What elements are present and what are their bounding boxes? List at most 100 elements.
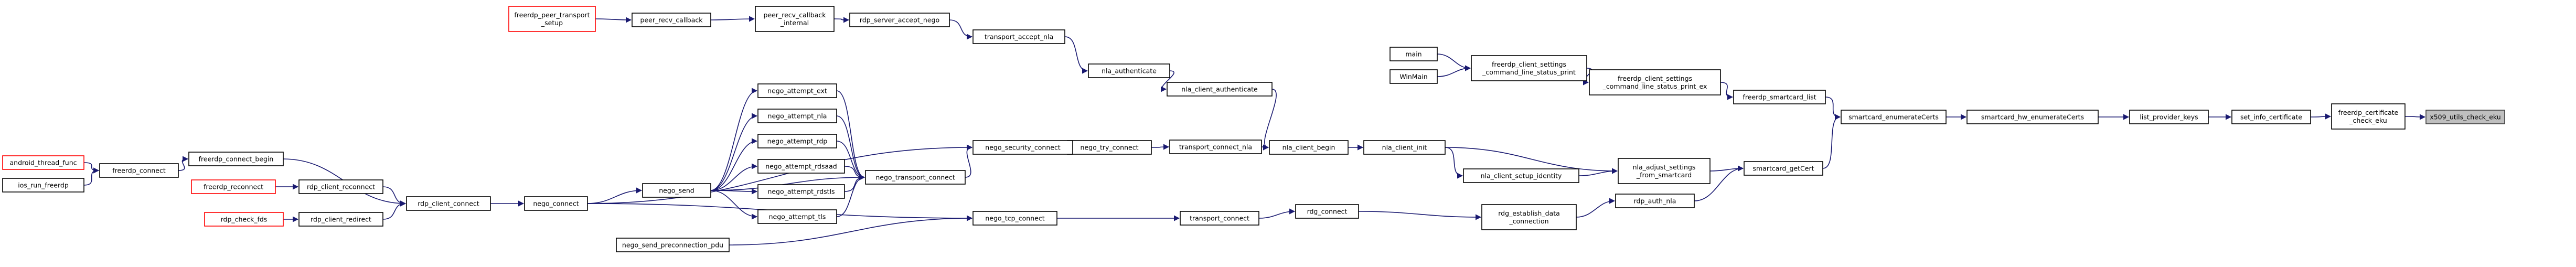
node-transport[interactable]: transport_connect [1180,211,1259,226]
node-box[interactable] [2231,110,2311,124]
node-authnla[interactable]: rdp_auth_nla [1615,194,1695,208]
node-atls[interactable]: nego_attempt_tls [757,209,837,224]
node-box[interactable] [757,134,837,148]
node-aext[interactable]: nego_attempt_ext [757,83,837,98]
node-tconnnla[interactable]: transport_connect_nla [1169,140,1262,154]
node-box[interactable] [1744,161,1823,176]
node-box[interactable] [1618,158,1711,184]
node-box[interactable] [2,178,84,193]
node-sclist[interactable]: freerdp_smartcard_list [1733,90,1826,104]
node-box[interactable] [1463,168,1579,183]
node-x509[interactable]: x509_utils_check_eku [2425,110,2505,124]
node-box[interactable] [298,179,383,194]
node-box[interactable] [524,196,588,211]
node-box[interactable] [1167,82,1273,97]
node-box[interactable] [508,6,596,32]
node-artls[interactable]: nego_attempt_rdstls [757,184,845,199]
node-nlainit[interactable]: nla_client_init [1363,140,1446,155]
node-negosec[interactable]: nego_security_connect [972,140,1073,155]
node-box[interactable] [1067,140,1152,155]
node-tacceptnla[interactable]: transport_accept_nla [972,29,1065,44]
node-box[interactable] [1733,90,1826,104]
node-box[interactable] [1471,55,1587,81]
node-arda[interactable]: nego_attempt_rdsaad [757,159,845,174]
node-box[interactable] [865,170,966,185]
node-nlabegin[interactable]: nla_client_begin [1269,140,1349,155]
node-box[interactable] [972,140,1073,155]
node-box[interactable] [972,211,1057,226]
node-ardp[interactable]: nego_attempt_rdp [757,134,837,148]
node-negotrans[interactable]: nego_transport_connect [865,170,966,185]
node-box[interactable] [757,109,837,123]
node-negosend[interactable]: nego_send [642,183,711,198]
node-box[interactable] [1180,211,1259,226]
node-negoconn[interactable]: nego_connect [524,196,588,211]
node-estab[interactable]: rdg_establish_data_connection [1481,204,1577,230]
node-negotcp[interactable]: nego_tcp_connect [972,211,1057,226]
node-box[interactable] [204,212,284,227]
node-box[interactable] [191,179,276,194]
node-scenum[interactable]: smartcard_enumerateCerts [1841,110,1947,124]
node-checkfds[interactable]: rdp_check_fds [204,212,284,227]
node-box[interactable] [1841,110,1947,124]
node-box[interactable] [757,159,845,174]
node-box[interactable] [406,196,491,211]
node-rdgconn[interactable]: rdg_connect [1295,204,1359,219]
node-box[interactable] [1363,140,1446,155]
node-box[interactable] [757,83,837,98]
node-box[interactable] [1389,69,1438,84]
node-box[interactable] [298,212,383,227]
node-box[interactable] [849,13,950,27]
node-freeconn[interactable]: freerdp_connect [99,163,179,178]
node-nlaauth[interactable]: nla_client_authenticate [1167,82,1273,97]
node-box[interactable] [1615,194,1695,208]
node-box[interactable] [2129,110,2209,124]
node-peersetup[interactable]: freerdp_peer_transport_setup [508,6,596,32]
node-rdpaccept[interactable]: rdp_server_accept_nego [849,13,950,27]
node-pexec[interactable]: freerdp_client_settings_command_line_sta… [1589,69,1721,95]
node-fwenum[interactable]: smartcard_hw_enumerateCerts [1966,110,2099,124]
node-listkeys[interactable]: list_provider_keys [2129,110,2209,124]
node-setinfo[interactable]: set_info_certificate [2231,110,2311,124]
node-peerint[interactable]: peer_recv_callback_internal [755,6,835,32]
node-clientconn[interactable]: rdp_client_connect [406,196,491,211]
node-box[interactable] [2,155,84,170]
node-box[interactable] [1589,69,1721,95]
node-preconn[interactable]: nego_send_preconnection_pdu [616,238,730,252]
node-box[interactable] [2331,103,2406,130]
node-winmain[interactable]: WinMain [1389,69,1438,84]
node-box[interactable] [1169,140,1262,154]
node-begin[interactable]: freerdp_connect_begin [188,152,284,166]
node-negotry[interactable]: nego_try_connect [1067,140,1152,155]
node-box[interactable] [1088,63,1170,78]
node-ios[interactable]: ios_run_freerdp [2,178,84,193]
node-box[interactable] [1295,204,1359,219]
node-box[interactable] [1481,204,1577,230]
node-box[interactable] [99,163,179,178]
node-box[interactable] [757,184,845,199]
node-peercb[interactable]: peer_recv_callback [632,13,711,27]
node-nlaauth2[interactable]: nla_authenticate [1088,63,1170,78]
node-box[interactable] [1389,47,1438,61]
node-box[interactable] [972,29,1065,44]
node-box[interactable] [1269,140,1349,155]
node-getcert[interactable]: smartcard_getCert [1744,161,1823,176]
node-box[interactable] [188,152,284,166]
node-pstat[interactable]: freerdp_client_settings_command_line_sta… [1471,55,1587,81]
node-freereconn[interactable]: freerdp_reconnect [191,179,276,194]
node-box[interactable] [1966,110,2099,124]
node-box[interactable] [755,6,835,32]
node-box[interactable] [616,238,730,252]
node-reconnect[interactable]: rdp_client_reconnect [298,179,383,194]
node-box[interactable] [757,209,837,224]
node-box[interactable] [642,183,711,198]
node-adjust[interactable]: nla_adjust_settings_from_smartcard [1618,158,1711,184]
node-main[interactable]: main [1389,47,1438,61]
node-setupid[interactable]: nla_client_setup_identity [1463,168,1579,183]
node-box[interactable] [2425,110,2505,124]
node-redirect[interactable]: rdp_client_redirect [298,212,383,227]
node-box[interactable] [632,13,711,27]
node-certcheck[interactable]: freerdp_certificate_check_eku [2331,103,2406,130]
node-android[interactable]: android_thread_func [2,155,84,170]
node-anla[interactable]: nego_attempt_nla [757,109,837,123]
